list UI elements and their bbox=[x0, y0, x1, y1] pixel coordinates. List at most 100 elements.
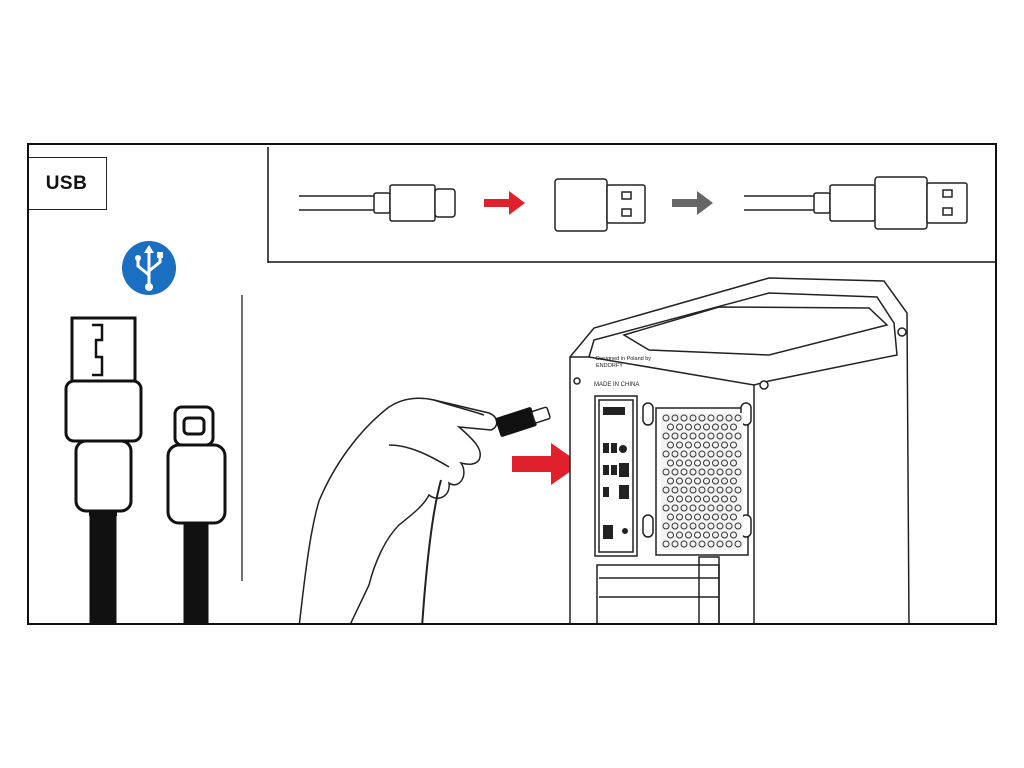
grille-hole bbox=[662, 450, 670, 458]
grille-hole bbox=[676, 531, 683, 539]
grille-hole bbox=[662, 414, 670, 422]
arrow-red-large bbox=[512, 443, 581, 485]
grille-hole bbox=[680, 432, 688, 440]
grille-hole bbox=[671, 414, 679, 422]
grille-hole bbox=[725, 432, 733, 440]
grille-hole bbox=[716, 414, 724, 422]
grille-hole bbox=[712, 531, 719, 539]
grille-hole bbox=[712, 423, 719, 431]
grille-hole bbox=[694, 531, 701, 539]
grille-hole bbox=[694, 513, 701, 521]
grille-hole bbox=[662, 540, 670, 548]
grille-hole bbox=[676, 477, 683, 485]
grille-hole bbox=[671, 432, 679, 440]
grille-hole bbox=[662, 522, 670, 530]
grille-hole bbox=[734, 486, 742, 494]
grille-hole bbox=[734, 468, 742, 476]
grille-hole bbox=[725, 504, 733, 512]
grille-hole bbox=[716, 432, 724, 440]
grille-hole bbox=[707, 504, 715, 512]
grille-hole bbox=[685, 441, 692, 449]
grille-hole bbox=[721, 459, 728, 467]
grille-hole bbox=[716, 468, 724, 476]
grille-hole bbox=[716, 540, 724, 548]
grille-hole bbox=[716, 522, 724, 530]
grille-hole bbox=[698, 432, 706, 440]
grille-hole bbox=[730, 441, 737, 449]
grille-hole bbox=[725, 540, 733, 548]
grille-hole bbox=[680, 540, 688, 548]
usb-label-box: USB bbox=[29, 157, 107, 210]
grille-hole bbox=[676, 513, 683, 521]
grille-hole bbox=[712, 459, 719, 467]
grille-hole bbox=[685, 495, 692, 503]
grille-hole bbox=[685, 513, 692, 521]
grille-hole bbox=[680, 486, 688, 494]
grille-hole bbox=[662, 486, 670, 494]
grille-hole bbox=[689, 414, 697, 422]
grille-hole bbox=[725, 450, 733, 458]
grille-hole bbox=[680, 414, 688, 422]
grille-hole bbox=[716, 450, 724, 458]
grille-hole bbox=[707, 414, 715, 422]
exhaust-fan-grille bbox=[661, 413, 743, 550]
grille-hole bbox=[698, 414, 706, 422]
grille-hole bbox=[707, 432, 715, 440]
grille-hole bbox=[730, 459, 737, 467]
grille-hole bbox=[721, 495, 728, 503]
arrow-grey-small bbox=[672, 191, 713, 215]
grille-hole bbox=[721, 513, 728, 521]
grille-hole bbox=[703, 477, 710, 485]
grille-hole bbox=[725, 522, 733, 530]
grille-hole bbox=[730, 495, 737, 503]
usb-c-cable-in-hand bbox=[421, 406, 551, 623]
diagram-canvas: Designed in Poland by ENDORFY MADE IN CH… bbox=[64, 147, 995, 623]
grille-hole bbox=[712, 441, 719, 449]
grille-hole bbox=[680, 450, 688, 458]
grille-hole bbox=[707, 522, 715, 530]
grille-hole bbox=[667, 531, 674, 539]
grille-hole bbox=[698, 522, 706, 530]
case-brand-line1: Designed in Poland by bbox=[596, 356, 651, 362]
grille-hole bbox=[667, 459, 674, 467]
grille-hole bbox=[730, 423, 737, 431]
usb-icon bbox=[122, 241, 176, 295]
grille-hole bbox=[721, 423, 728, 431]
usb-a-adapter-illustration bbox=[64, 316, 143, 623]
grille-hole bbox=[676, 441, 683, 449]
grille-hole bbox=[734, 540, 742, 548]
case-brand-line2: ENDORFY bbox=[596, 363, 623, 369]
grille-hole bbox=[676, 423, 683, 431]
grille-hole bbox=[698, 486, 706, 494]
usb-adapter-step2 bbox=[554, 178, 646, 232]
grille-hole bbox=[725, 468, 733, 476]
grille-hole bbox=[734, 414, 742, 422]
grille-hole bbox=[676, 495, 683, 503]
grille-hole bbox=[689, 432, 697, 440]
usb-label: USB bbox=[45, 172, 88, 194]
grille-hole bbox=[689, 504, 697, 512]
grille-hole bbox=[703, 441, 710, 449]
grille-hole bbox=[694, 459, 701, 467]
grille-hole bbox=[734, 450, 742, 458]
grille-hole bbox=[707, 468, 715, 476]
grille-hole bbox=[685, 531, 692, 539]
grille-hole bbox=[662, 468, 670, 476]
grille-hole bbox=[689, 486, 697, 494]
grille-hole bbox=[734, 432, 742, 440]
grille-hole bbox=[671, 540, 679, 548]
grille-hole bbox=[667, 513, 674, 521]
grille-hole bbox=[721, 441, 728, 449]
grille-hole bbox=[712, 495, 719, 503]
grille-hole bbox=[707, 450, 715, 458]
grille-hole bbox=[716, 486, 724, 494]
grille-hole bbox=[676, 459, 683, 467]
grille-holes bbox=[662, 414, 742, 548]
grille-hole bbox=[667, 441, 674, 449]
grille-hole bbox=[689, 540, 697, 548]
grille-hole bbox=[671, 522, 679, 530]
grille-hole bbox=[730, 513, 737, 521]
grille-hole bbox=[707, 540, 715, 548]
grille-hole bbox=[707, 486, 715, 494]
grille-hole bbox=[667, 477, 674, 485]
